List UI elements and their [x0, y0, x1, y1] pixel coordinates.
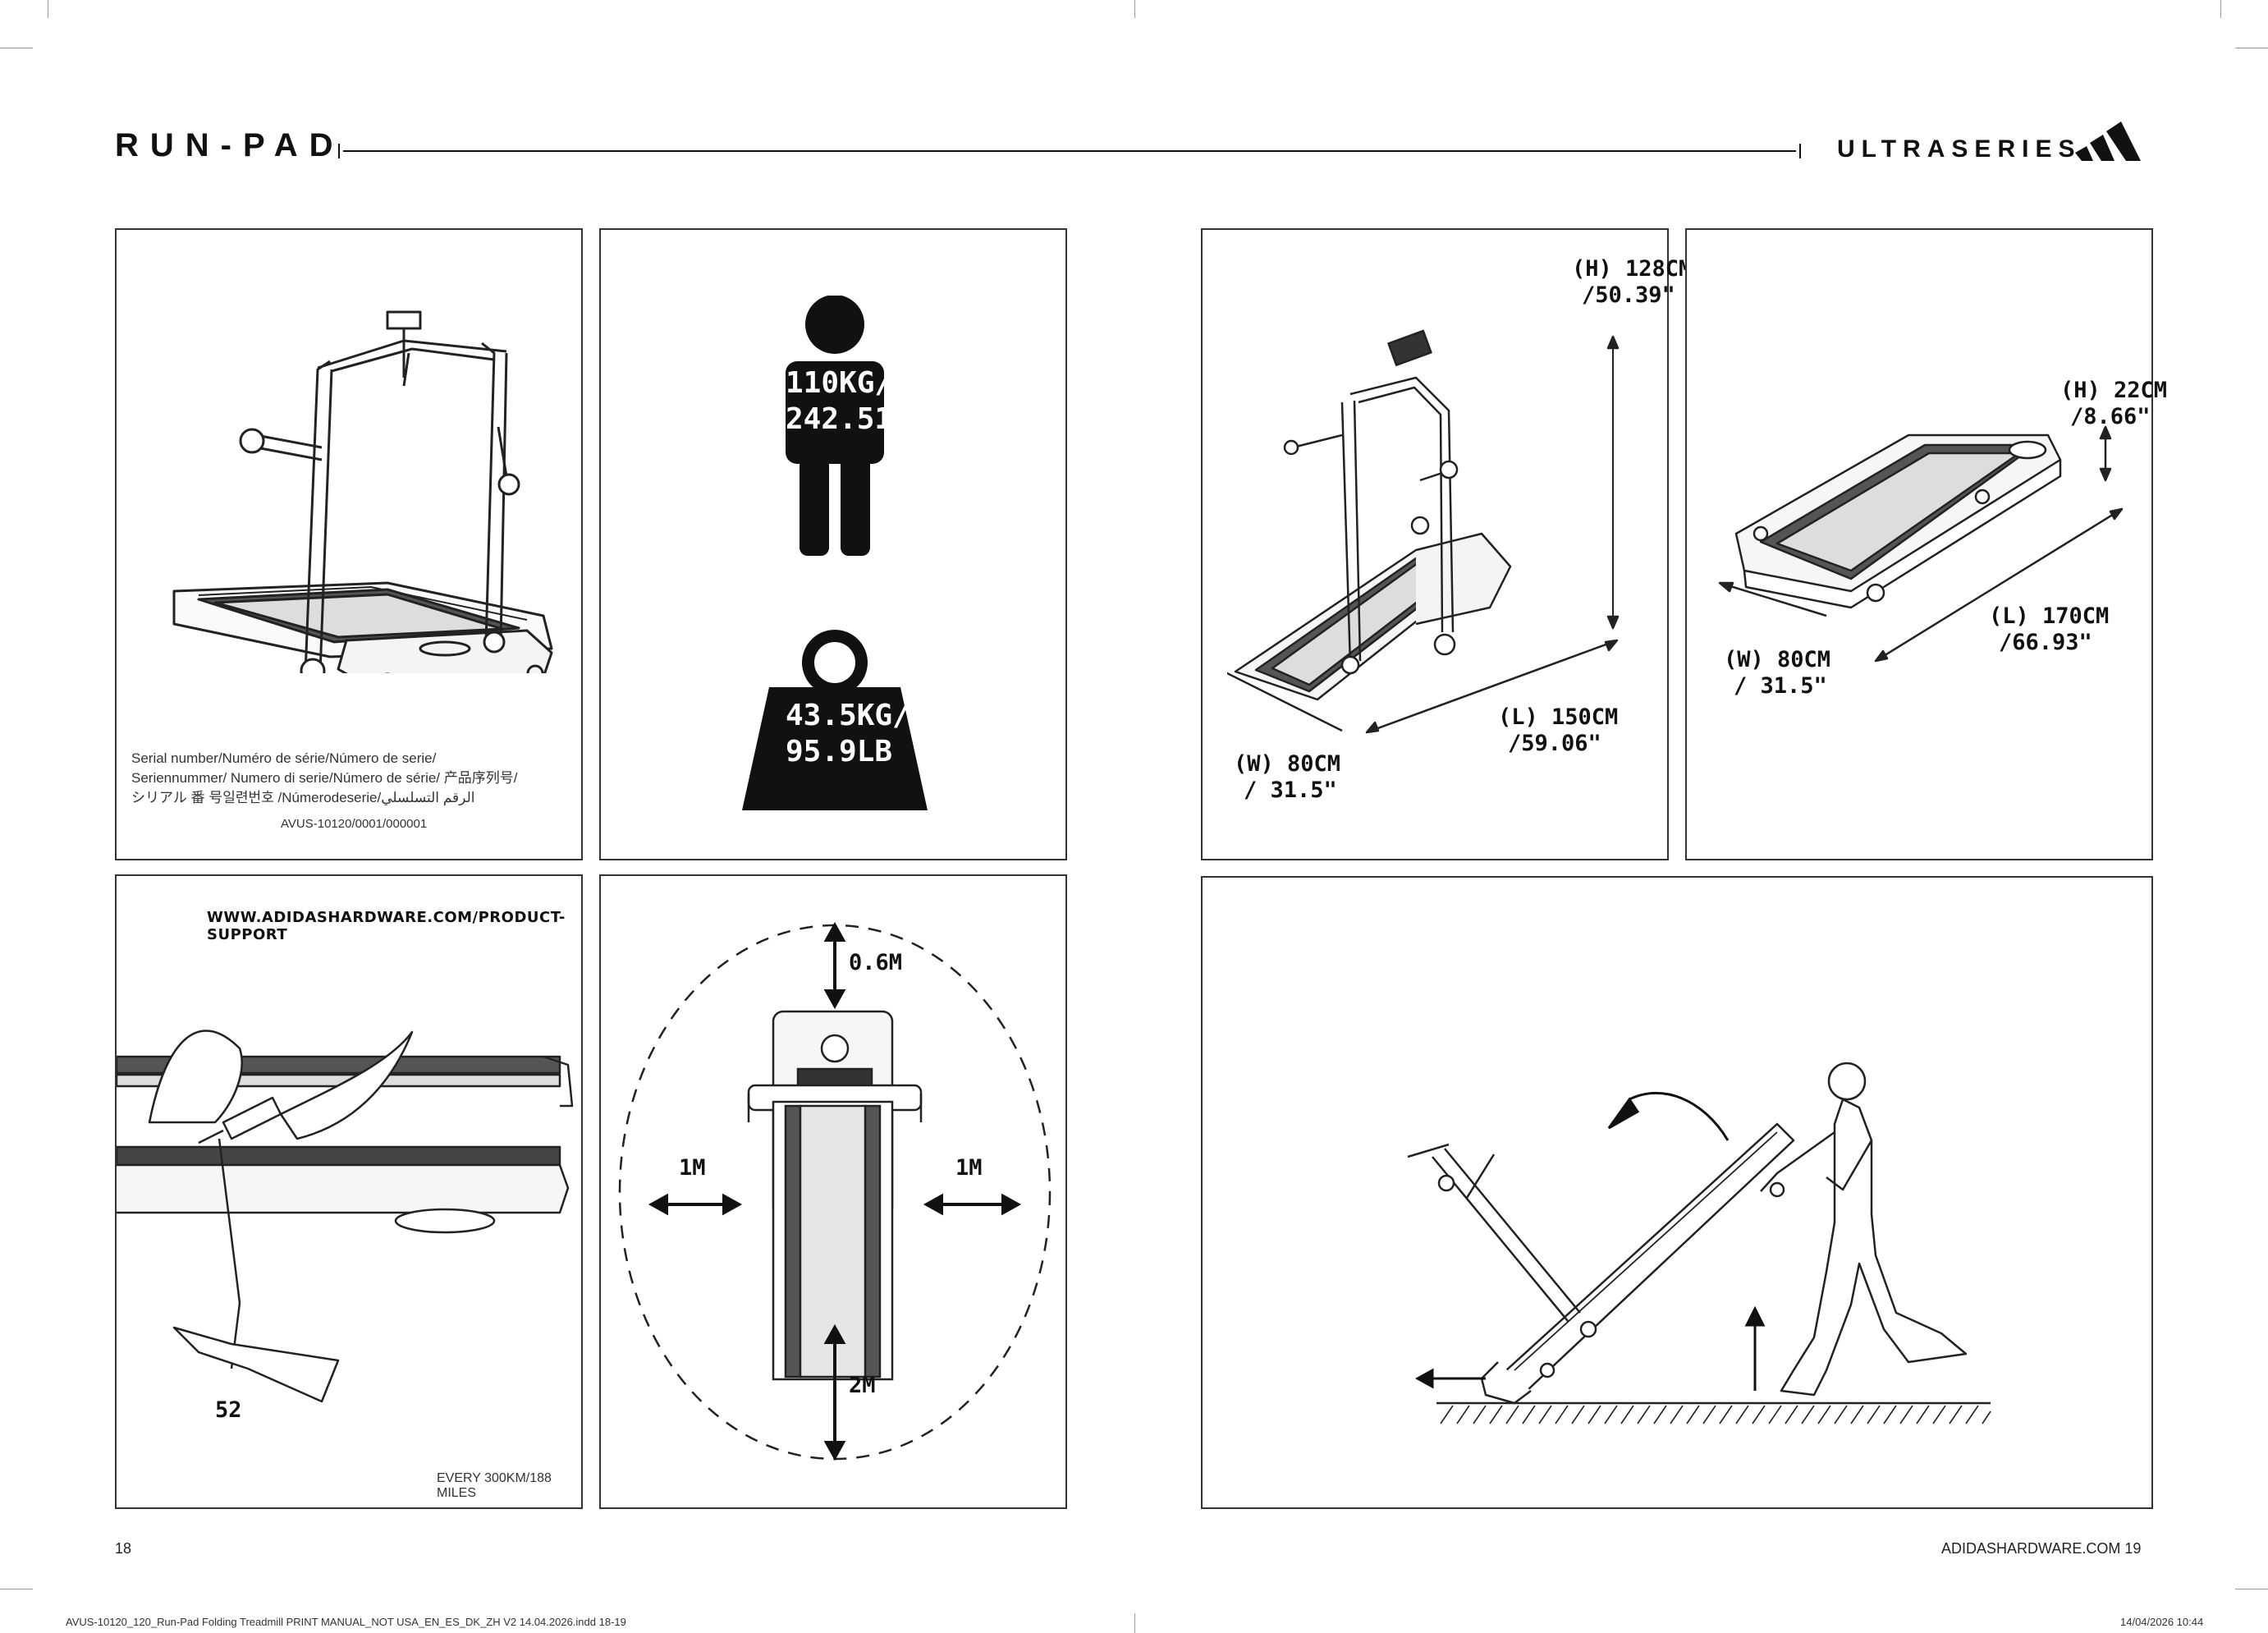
- support-url[interactable]: WWW.ADIDASHARDWARE.COM/PRODUCT-SUPPORT: [207, 909, 566, 943]
- folded-length-label: (L) 170CM /66.93": [1989, 603, 2109, 656]
- user-max-weight: 110KG/ 242.51L: [786, 365, 910, 438]
- lubrication-interval: EVERY 300KM/188 MILES: [437, 1471, 552, 1500]
- serial-number-value: AVUS-10120/0001/000001: [281, 817, 428, 831]
- moving-treadmill-illustration: [1407, 1062, 1991, 1424]
- width-cm: (W) 80CM: [1724, 647, 1831, 672]
- unfolded-length-label: (L) 150CM /59.06": [1498, 704, 1618, 757]
- length-cm: (L) 170CM: [1989, 603, 2110, 629]
- width-cm: (W) 80CM: [1234, 751, 1341, 777]
- length-in: /59.06": [1508, 731, 1601, 756]
- height-cm: (H) 128CM: [1572, 256, 1693, 282]
- length-cm: (L) 150CM: [1498, 704, 1619, 730]
- panel-lubrication: WWW.ADIDASHARDWARE.COM/PRODUCT-SUPPORT 5…: [115, 874, 583, 1509]
- height-cm: (H) 22CM: [2060, 378, 2168, 403]
- serial-label-line: Seriennummer/ Numero di serie/Número de …: [131, 770, 518, 786]
- width-in: / 31.5": [1734, 673, 1827, 699]
- panel-weight-capacity: 110KG/ 242.51L 43.5KG/ 95.9LB: [599, 228, 1067, 860]
- treadmill-folded-illustration: [1718, 425, 2124, 663]
- brand-name: ULTRASERIES: [1837, 135, 2082, 163]
- treadmill-unfolded-illustration: [172, 310, 553, 673]
- person-icon: [786, 296, 884, 556]
- panel-serial-location: Serial number/Numéro de série/Número de …: [115, 228, 583, 860]
- right-clearance: 1M: [955, 1155, 983, 1181]
- folded-height-label: (H) 22CM /8.66": [2060, 378, 2167, 430]
- user-weight-lb: 242.51L: [786, 402, 910, 436]
- serial-label-line: Serial number/Numéro de série/Número de …: [131, 750, 437, 766]
- rear-clearance: 2M: [849, 1373, 876, 1398]
- unfolded-height-label: (H) 128CM /50.39": [1572, 256, 1692, 309]
- front-clearance: 0.6M: [849, 950, 903, 975]
- print-slug-timestamp: 14/04/2026 10:44: [2120, 1616, 2204, 1628]
- product-weight-lb: 95.9LB: [786, 735, 893, 768]
- height-in: /50.39": [1582, 282, 1675, 308]
- document-title: RUN-PAD: [115, 127, 345, 163]
- unfolded-width-label: (W) 80CM / 31.5": [1234, 751, 1340, 804]
- page-number-left: 18: [115, 1540, 132, 1557]
- serial-label-line: シリアル 番 号일련번호 /Númerodeserie/الرقم التسلس…: [131, 790, 475, 805]
- header-rule: [338, 144, 1801, 158]
- kettlebell-weight-icon: [742, 630, 928, 810]
- left-clearance: 1M: [679, 1155, 706, 1181]
- product-weight: 43.5KG/ 95.9LB: [786, 698, 910, 770]
- user-weight-kg: 110KG/: [786, 366, 893, 400]
- length-in: /66.93": [1999, 630, 2092, 655]
- height-in: /8.66": [2070, 404, 2151, 429]
- adidas-three-bars-icon: [2075, 122, 2141, 161]
- page-number-right: ADIDASHARDWARE.COM 19: [1941, 1540, 2142, 1557]
- lubricate-belt-illustration: [117, 1030, 574, 1403]
- print-slug-filename: AVUS-10120_120_Run-Pad Folding Treadmill…: [66, 1616, 626, 1628]
- panel-moving-treadmill: [1201, 876, 2153, 1509]
- folded-width-label: (W) 80CM / 31.5": [1724, 647, 1830, 700]
- treadmill-dimensions-illustration: [1227, 329, 1620, 734]
- width-in: / 31.5": [1244, 778, 1337, 803]
- product-weight-kg: 43.5KG/: [786, 699, 910, 732]
- serial-number-label: Serial number/Numéro de série/Número de …: [131, 749, 517, 808]
- panel-clearance: 0.6M 1M 1M 2M: [599, 874, 1067, 1509]
- clearance-diagram: [618, 921, 1052, 1461]
- panel-dimensions-unfolded: (H) 128CM /50.39" (L) 150CM /59.06" (W) …: [1201, 228, 1692, 860]
- part-number-label: 52: [215, 1397, 242, 1423]
- panel-dimensions-folded: (H) 22CM /8.66" (L) 170CM /66.93" (W) 80…: [1685, 228, 2167, 860]
